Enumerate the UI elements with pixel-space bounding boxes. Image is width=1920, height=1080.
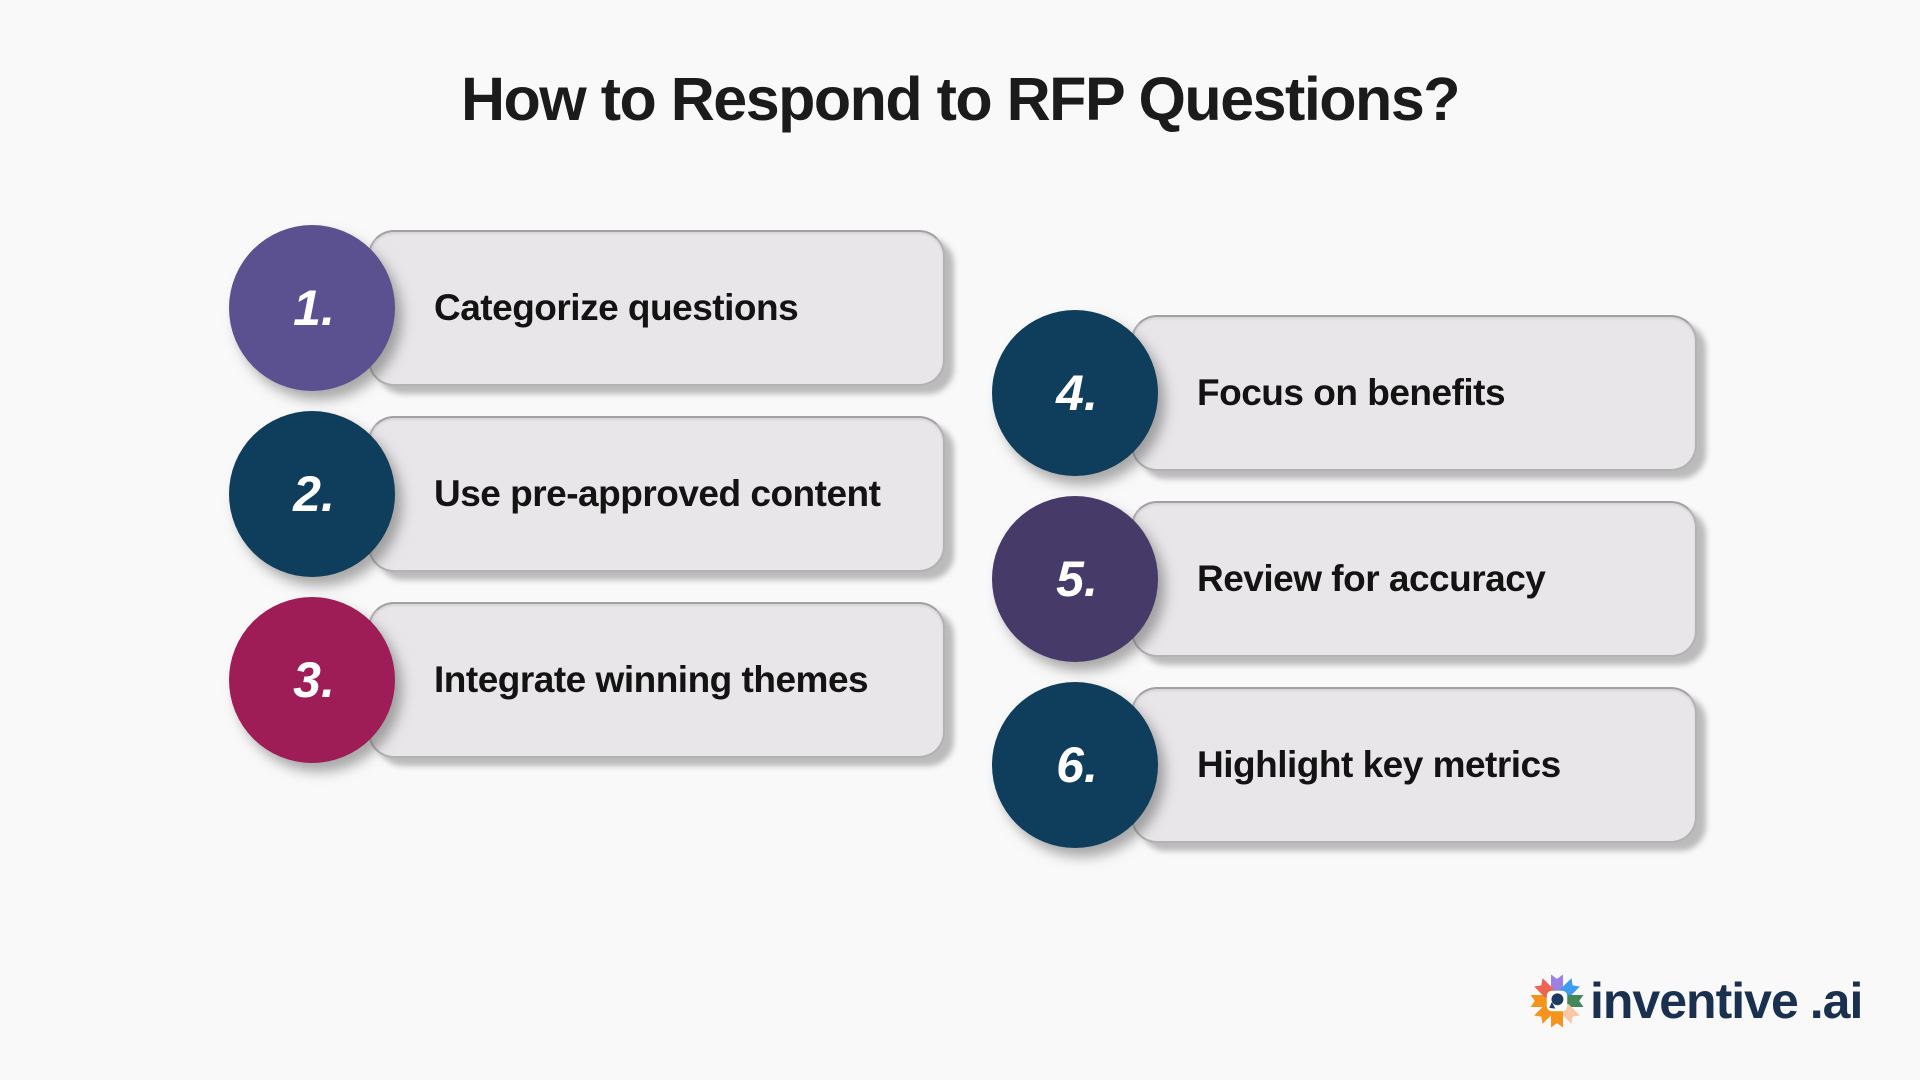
step-1-label: Categorize questions — [434, 287, 799, 328]
inventive-ai-logo: inventive .ai — [1528, 972, 1864, 1030]
step-6-number: 6. — [1056, 737, 1098, 793]
step-6-number-badge: 6. — [992, 682, 1158, 848]
step-5-label: Review for accuracy — [1197, 558, 1546, 599]
logo-brand-text: inventive — [1590, 973, 1799, 1029]
step-5-number-badge: 5. — [992, 496, 1158, 662]
step-6-bar: Highlight key metrics — [1131, 687, 1697, 843]
page-title: How to Respond to RFP Questions? — [460, 65, 1461, 133]
step-3-bar: Integrate winning themes — [368, 602, 945, 758]
step-3-label: Integrate winning themes — [434, 659, 869, 700]
step-2-number: 2. — [293, 466, 335, 522]
step-2-number-badge: 2. — [229, 411, 395, 577]
step-5-number: 5. — [1056, 551, 1098, 607]
step-1-bar: Categorize questions — [368, 230, 945, 386]
step-4-bar: Focus on benefits — [1131, 315, 1697, 471]
step-3-number-badge: 3. — [229, 597, 395, 763]
step-1-number-badge: 1. — [229, 225, 395, 391]
step-1-number: 1. — [293, 280, 335, 336]
step-3-number: 3. — [293, 652, 335, 708]
step-4-label: Focus on benefits — [1197, 372, 1506, 413]
step-6-label: Highlight key metrics — [1197, 744, 1561, 785]
logo-suffix-text: .ai — [1809, 973, 1864, 1029]
starburst-logo-icon — [1528, 972, 1586, 1030]
step-2-bar: Use pre-approved content — [368, 416, 945, 572]
step-5-bar: Review for accuracy — [1131, 501, 1697, 657]
step-4-number-badge: 4. — [992, 310, 1158, 476]
step-4-number: 4. — [1056, 365, 1098, 421]
step-2-label: Use pre-approved content — [434, 473, 881, 514]
